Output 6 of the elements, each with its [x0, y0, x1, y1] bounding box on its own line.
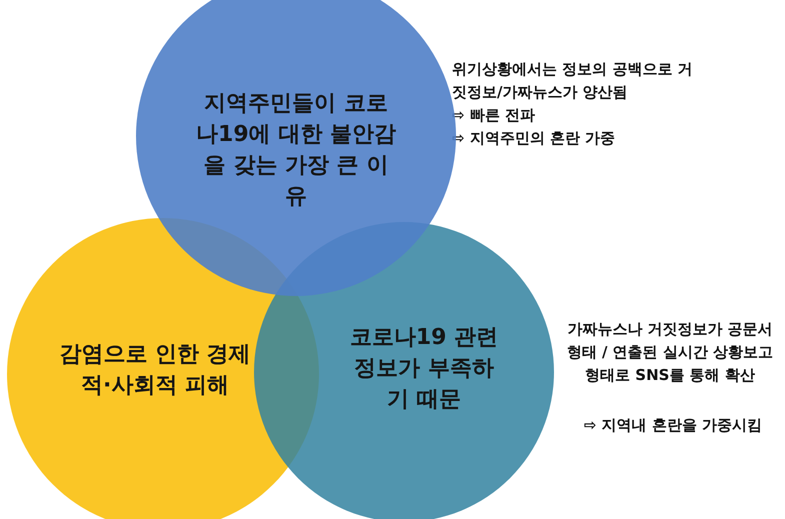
- note-text: 위기상황에서는 정보의 공백으로 거짓정보/가짜뉴스가 양산됨: [452, 59, 694, 103]
- circle-text: 지역주민들이 코로나19에 대한 불안감을 갖는 가장 큰 이유: [196, 90, 396, 211]
- bullet-text: ⇨ 지역내 혼란을 가중시킴: [582, 415, 764, 436]
- note-text: 가짜뉴스나 거짓정보가 공문서 형태 / 연출된 실시간 상황보고 형태로 SNS를 통해 확산: [566, 319, 774, 386]
- circle-text: 감염으로 인한 경제적·사회적 피해: [58, 341, 252, 400]
- circle-text: 코로나19 관련 정보가 부족하기 때문: [348, 324, 500, 414]
